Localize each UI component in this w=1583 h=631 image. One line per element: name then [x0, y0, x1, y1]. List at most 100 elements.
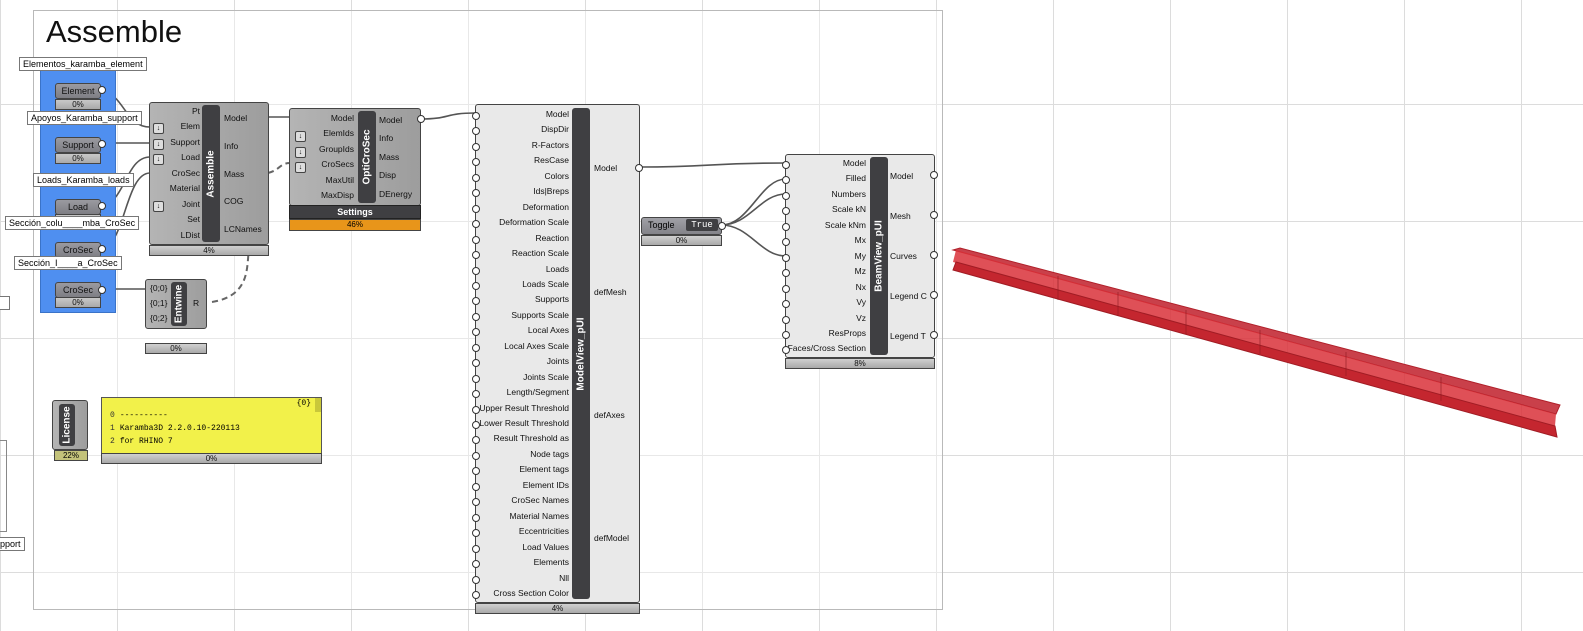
beamview-input[interactable]: Mx — [854, 235, 866, 246]
input-grip[interactable] — [472, 127, 480, 136]
modelview-input[interactable]: Reaction Scale — [511, 248, 569, 259]
modelview-input[interactable]: Element tags — [519, 464, 569, 475]
assemble-component[interactable]: Assemble Pt Elem Support Load CroSec Mat… — [149, 102, 269, 245]
input-grip[interactable] — [472, 482, 480, 491]
panel-scrollbar[interactable] — [315, 398, 321, 412]
input-grip[interactable] — [472, 204, 480, 213]
modelview-output[interactable]: defModel — [594, 533, 629, 543]
assemble-input[interactable]: Elem — [180, 121, 200, 131]
input-grip[interactable] — [782, 191, 790, 200]
output-grip[interactable] — [930, 251, 938, 259]
output-grip[interactable] — [930, 171, 938, 179]
input-grip[interactable] — [472, 590, 480, 599]
input-grip[interactable] — [782, 207, 790, 216]
entwine-input[interactable]: {0;0} — [150, 283, 168, 293]
input-grip[interactable] — [472, 281, 480, 290]
modelview-input[interactable]: Load Values — [522, 541, 569, 552]
output-grip[interactable] — [417, 115, 425, 123]
input-grip[interactable] — [472, 297, 480, 306]
beamview-input[interactable]: My — [854, 250, 866, 261]
modelview-input[interactable]: Upper Result Threshold — [479, 402, 569, 413]
output-grip[interactable] — [930, 331, 938, 339]
assemble-output[interactable]: LCNames — [224, 224, 262, 234]
input-grip[interactable] — [782, 161, 790, 169]
input-grip[interactable] — [472, 343, 480, 352]
input-grip[interactable] — [472, 266, 480, 275]
opticrosec-input[interactable]: Model — [330, 113, 354, 123]
beamview-input[interactable]: Faces/Cross Section — [787, 343, 866, 354]
input-grip[interactable] — [782, 300, 790, 309]
input-grip[interactable] — [472, 513, 480, 522]
beamview-input[interactable]: Numbers — [831, 188, 866, 199]
input-grip[interactable] — [782, 222, 790, 231]
flatten-icon[interactable]: ↓ — [153, 154, 164, 165]
beamview-input[interactable]: Vy — [856, 297, 866, 308]
opticrosec-output[interactable]: Disp — [379, 170, 397, 180]
input-grip[interactable] — [472, 451, 480, 460]
assemble-output[interactable]: COG — [224, 196, 244, 206]
opticrosec-output[interactable]: Info — [379, 133, 394, 143]
beamview-output[interactable]: Model — [890, 171, 914, 181]
beamview-input[interactable]: Scale kNm — [824, 219, 866, 230]
input-grip[interactable] — [782, 269, 790, 278]
opticrosec-input[interactable]: GroupIds — [319, 144, 354, 154]
assemble-output[interactable]: Model — [224, 113, 248, 123]
input-grip[interactable] — [472, 436, 480, 445]
flatten-icon[interactable]: ↓ — [153, 201, 164, 212]
flatten-icon[interactable]: ↓ — [295, 147, 306, 158]
modelview-input[interactable]: R-Factors — [531, 139, 569, 150]
beamview-input[interactable]: Model — [842, 158, 866, 168]
output-grip[interactable] — [635, 164, 643, 172]
toggle-component[interactable]: Toggle True — [641, 217, 722, 235]
assemble-output[interactable]: Info — [224, 141, 239, 151]
modelview-input[interactable]: CroSec Names — [511, 495, 569, 506]
opticrosec-output[interactable]: Mass — [379, 152, 400, 162]
assemble-input[interactable]: Support — [170, 137, 200, 147]
output-grip[interactable] — [98, 86, 106, 94]
param-element[interactable]: Element — [55, 83, 101, 99]
beamview-output[interactable]: Legend T — [890, 331, 926, 341]
modelview-input[interactable]: Supports Scale — [511, 309, 569, 320]
modelview-input[interactable]: Local Axes Scale — [504, 340, 569, 351]
entwine-component[interactable]: Entwine {0;0} {0;1} {0;2} R — [145, 279, 207, 329]
assemble-input[interactable]: Pt — [191, 106, 200, 116]
flatten-icon[interactable]: ↓ — [295, 162, 306, 173]
modelview-output[interactable]: defAxes — [594, 410, 625, 420]
opticrosec-output[interactable]: DEnergy — [379, 189, 413, 199]
assemble-input[interactable]: Joint — [182, 199, 200, 209]
flatten-icon[interactable]: ↓ — [153, 123, 164, 134]
modelview-input[interactable]: ResCase — [534, 155, 569, 166]
modelview-input[interactable]: Elements — [533, 557, 569, 568]
assemble-output[interactable]: Mass — [224, 169, 245, 179]
input-grip[interactable] — [472, 498, 480, 507]
modelview-input[interactable]: Length/Segment — [506, 387, 569, 398]
beamview-output[interactable]: Legend C — [890, 291, 927, 301]
input-grip[interactable] — [782, 238, 790, 247]
input-grip[interactable] — [472, 421, 480, 429]
beamview-output[interactable]: Mesh — [890, 211, 911, 221]
assemble-input[interactable]: LDist — [180, 230, 200, 240]
modelview-input[interactable]: Node tags — [530, 448, 569, 459]
input-grip[interactable] — [782, 315, 790, 324]
input-grip[interactable] — [472, 173, 480, 182]
modelview-output[interactable]: defMesh — [594, 287, 627, 297]
opticrosec-input[interactable]: MaxUtil — [325, 175, 354, 185]
toggle-value[interactable]: True — [686, 219, 718, 231]
input-grip[interactable] — [472, 142, 480, 151]
modelview-input[interactable]: Nll — [559, 572, 569, 583]
modelview-input[interactable]: Result Threshold as — [493, 433, 569, 444]
input-grip[interactable] — [472, 158, 480, 167]
modelview-input[interactable]: Cross Section Color — [493, 587, 569, 598]
assemble-input[interactable]: CroSec — [171, 168, 200, 178]
assemble-input[interactable]: Load — [181, 152, 200, 162]
assemble-input[interactable]: Material — [169, 183, 200, 193]
input-grip[interactable] — [782, 253, 790, 262]
output-grip[interactable] — [930, 291, 938, 299]
input-grip[interactable] — [472, 251, 480, 260]
beamview-input[interactable]: Mz — [854, 266, 866, 277]
output-grip[interactable] — [98, 286, 106, 294]
beamview-input[interactable]: Nx — [855, 281, 866, 292]
input-grip[interactable] — [472, 112, 480, 120]
